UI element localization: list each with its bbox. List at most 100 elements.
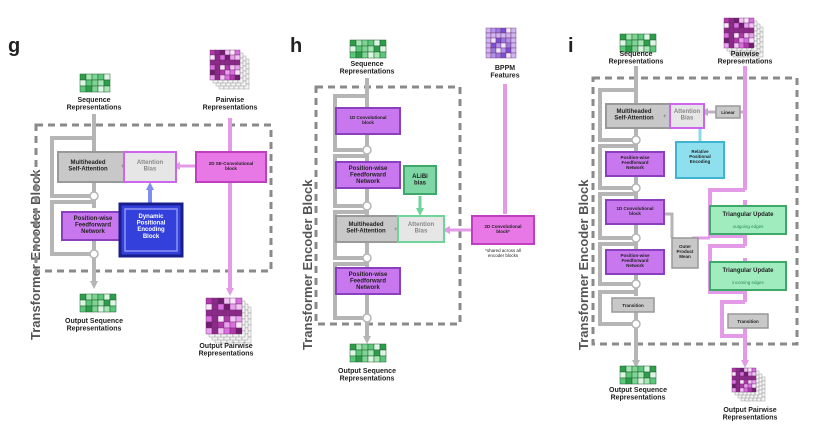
tri-in-title-i: Triangular Update	[722, 268, 774, 274]
add-node-i3	[631, 233, 641, 243]
side-title-h: Transformer Encoder Block	[300, 179, 315, 350]
dynamic-pos-box-g	[118, 202, 184, 258]
add-node-h1	[362, 145, 372, 155]
panel-letter-h: h	[290, 35, 302, 57]
attention-bias-box-g	[123, 151, 177, 183]
ffn2-box-i	[605, 249, 665, 275]
side-title-i: Transformer Encoder Block	[576, 179, 591, 350]
panel-letter-g: g	[8, 35, 20, 57]
ffn-box-g	[61, 211, 125, 241]
residual-line-i3	[598, 192, 636, 240]
conv2d-box-h	[471, 215, 535, 245]
side-title-g: Transformer Encoder Block	[28, 169, 43, 340]
plus-sign-i: +	[663, 114, 667, 120]
pair-input-stack-g	[209, 49, 250, 90]
conv1d-box-h	[335, 107, 401, 135]
add-node-i2	[631, 183, 641, 193]
ffn1-box-i	[605, 151, 665, 177]
panel-letter-i: i	[568, 35, 574, 57]
tri-out-sub-i: outgoing edges	[733, 224, 765, 229]
seq-input-grid-h	[349, 39, 387, 59]
linear-label-i: Linear	[721, 110, 735, 115]
relpos-box-i	[675, 141, 725, 179]
se-conv-box-g	[195, 151, 267, 183]
residual-line-g2	[50, 200, 94, 256]
residual-line-i4	[598, 242, 636, 286]
encoder-border-g	[34, 123, 273, 273]
plus-sign-h: +	[394, 227, 398, 233]
transition-seq-label-i: Transition	[622, 303, 644, 308]
add-node-h4	[362, 313, 372, 323]
add-node-h3	[362, 253, 372, 263]
linear-box-i	[715, 105, 741, 119]
pair-residual-i3	[720, 300, 745, 338]
add-node-g1	[89, 191, 99, 201]
residual-line-i1	[598, 88, 636, 142]
add-node-i4	[631, 279, 641, 289]
tri-out-box-i	[709, 205, 787, 235]
dynamic-pos-inner-g	[124, 208, 178, 252]
plus-sign-g: +	[121, 164, 125, 170]
attention-bias-box-i	[669, 103, 705, 129]
attention-bias-box-h	[397, 215, 445, 243]
pair-input-stack-i	[723, 17, 764, 58]
add-node-i5	[631, 319, 641, 329]
residual-line-g1	[50, 136, 94, 198]
seq-output-grid-i	[619, 365, 657, 385]
ffn2-box-h	[335, 267, 401, 295]
alibi-box-h	[403, 165, 437, 195]
ffn1-box-h	[335, 161, 401, 189]
transition-seq-box-i	[611, 297, 655, 313]
add-node-i1	[631, 135, 641, 145]
seq-input-grid-i	[619, 33, 657, 53]
pair-output-stack-g	[205, 297, 252, 344]
opm-box-i	[671, 237, 699, 269]
residual-line-i2	[598, 144, 636, 190]
seq-input-grid-g	[79, 73, 111, 93]
encoder-border-i	[591, 76, 799, 346]
transition-pair-label-i: Transition	[737, 319, 759, 324]
seq-output-grid-g	[79, 293, 117, 313]
encoder-border-h	[314, 85, 462, 326]
transition-pair-box-i	[727, 313, 769, 329]
tri-in-box-i	[709, 261, 787, 291]
pair-output-stack-i	[731, 367, 766, 402]
seq-output-grid-h	[349, 343, 387, 363]
tri-in-sub-i: incoming edges	[732, 280, 764, 285]
residual-line-i5	[598, 290, 636, 326]
tri-out-title-i: Triangular Update	[722, 212, 774, 218]
